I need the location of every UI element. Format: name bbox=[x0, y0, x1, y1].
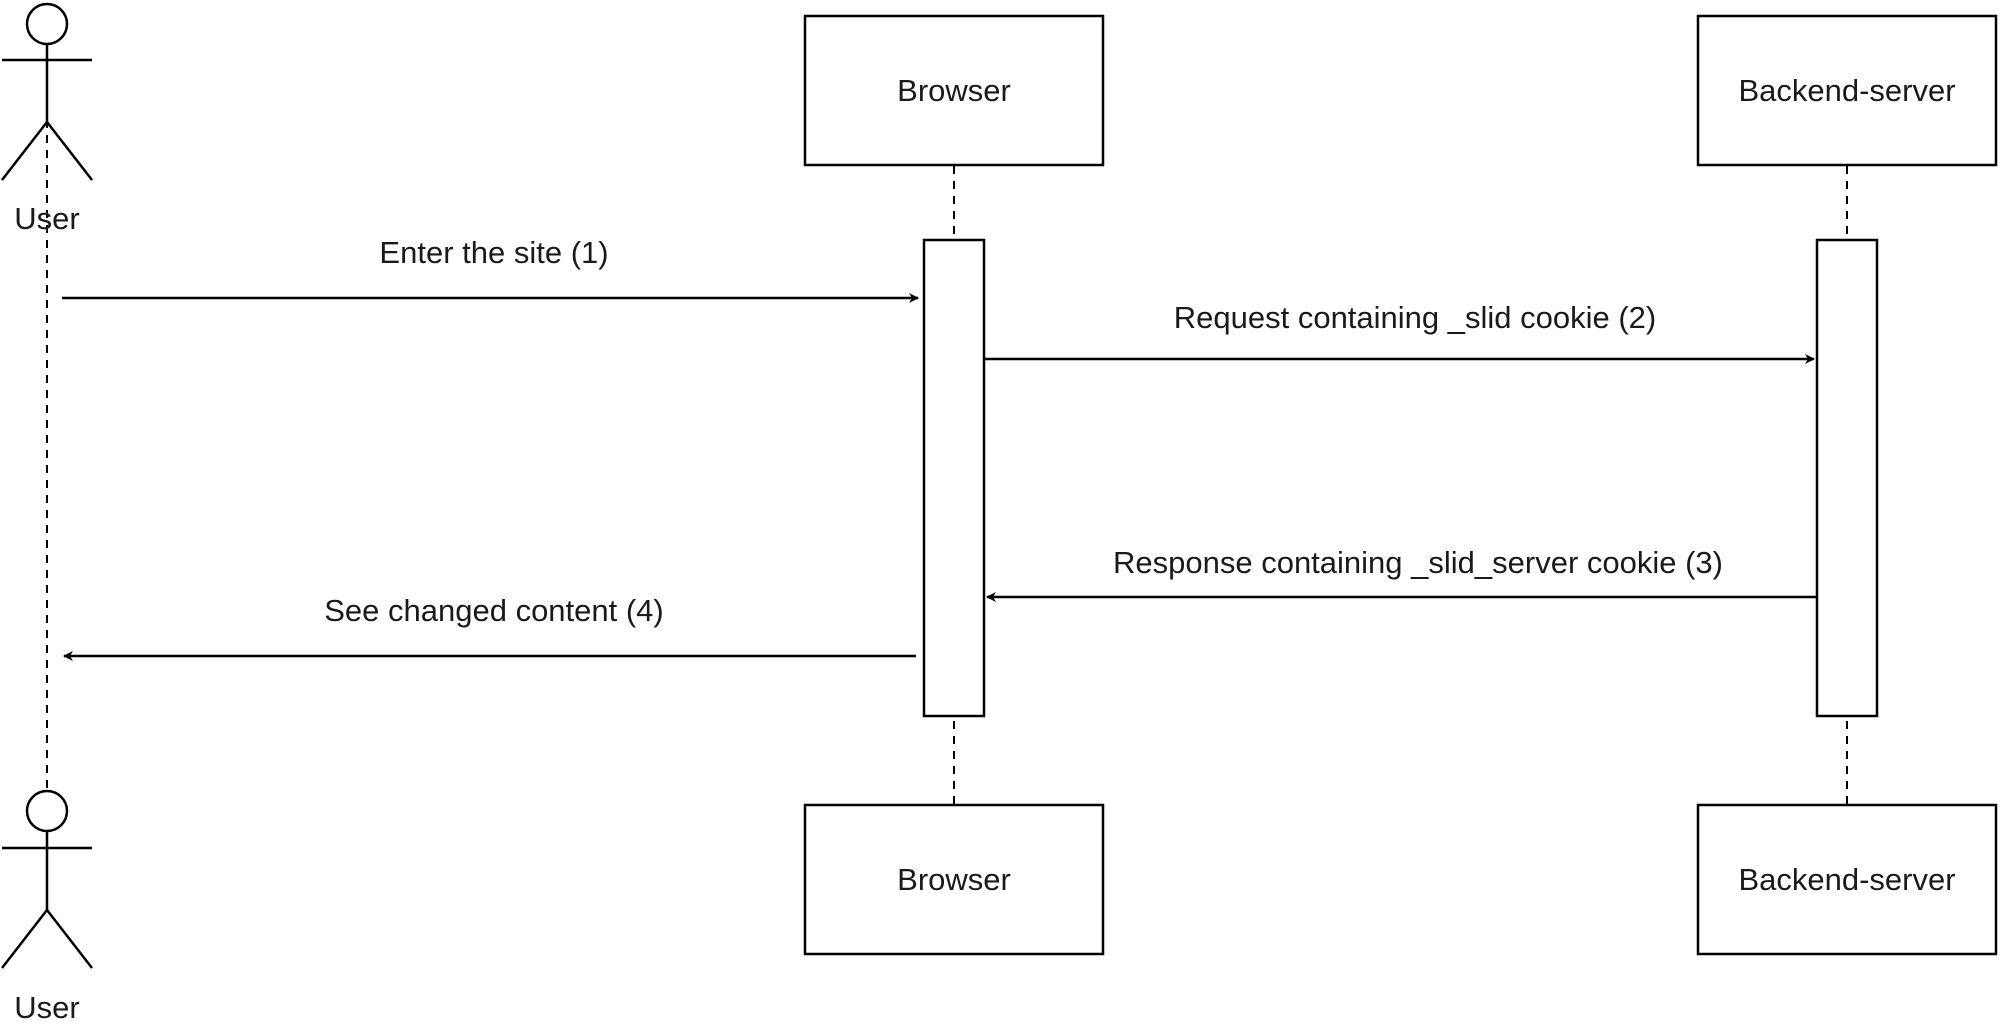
server-participant-bottom[interactable]: Backend-server bbox=[1696, 803, 1998, 956]
browser-participant-bottom[interactable]: Browser bbox=[803, 803, 1105, 956]
browser-label-top: Browser bbox=[897, 73, 1011, 108]
user-actor-label-bottom: User bbox=[14, 990, 79, 1025]
message-label: Request containing _slid cookie (2) bbox=[1174, 300, 1657, 335]
message-see-changed-content[interactable]: See changed content (4) bbox=[63, 593, 916, 661]
user-actor-top[interactable]: User bbox=[1, 2, 93, 236]
server-label-bottom: Backend-server bbox=[1738, 862, 1955, 897]
message-request-slid-cookie[interactable]: Request containing _slid cookie (2) bbox=[984, 300, 1815, 364]
browser-participant-top[interactable]: Browser bbox=[803, 14, 1105, 167]
server-participant-top[interactable]: Backend-server bbox=[1696, 14, 1998, 167]
user-actor-icon bbox=[1, 789, 93, 969]
message-label: See changed content (4) bbox=[324, 593, 664, 628]
message-label: Response containing _slid_server cookie … bbox=[1113, 545, 1723, 580]
user-actor-icon bbox=[1, 2, 93, 181]
user-actor-bottom[interactable]: User bbox=[1, 789, 93, 1025]
message-enter-site[interactable]: Enter the site (1) bbox=[62, 235, 919, 303]
user-actor-label-top: User bbox=[14, 201, 79, 236]
message-response-slid-server-cookie[interactable]: Response containing _slid_server cookie … bbox=[986, 545, 1817, 602]
browser-label-bottom: Browser bbox=[897, 862, 1011, 897]
browser-activation-bar[interactable] bbox=[922, 238, 986, 718]
message-label: Enter the site (1) bbox=[379, 235, 608, 270]
server-activation-bar[interactable] bbox=[1815, 238, 1879, 718]
server-label-top: Backend-server bbox=[1738, 73, 1955, 108]
